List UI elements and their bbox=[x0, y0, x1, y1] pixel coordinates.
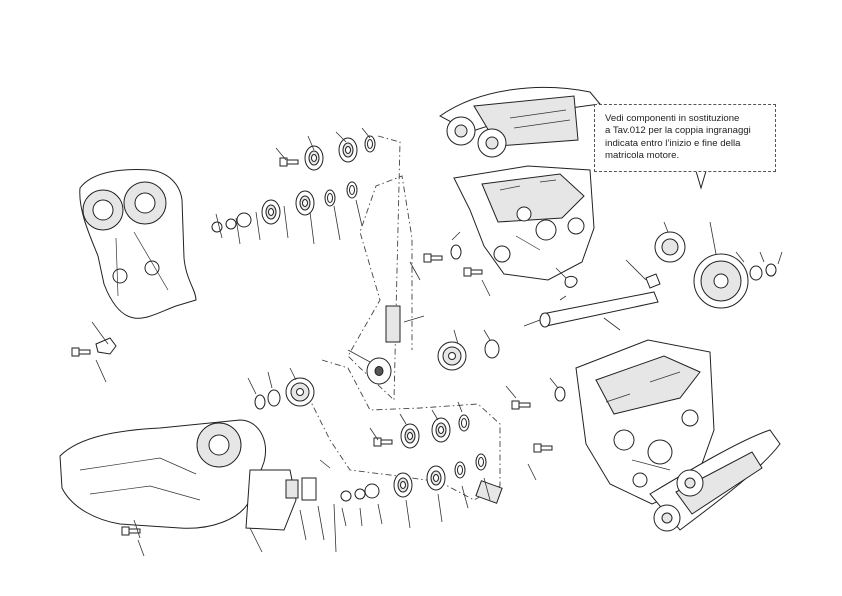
lower-belt-path bbox=[309, 359, 501, 501]
cam-gear-pair bbox=[654, 221, 783, 309]
note-line: indicata entro l’inizio e fine della bbox=[605, 137, 741, 149]
note-callout: Vedi componenti in sostituzione a Tav.01… bbox=[594, 104, 776, 172]
camshaft bbox=[523, 259, 661, 331]
lower-cover-bolts bbox=[121, 519, 263, 557]
upper-cylinder-head bbox=[453, 165, 595, 281]
upper-row-parts bbox=[211, 127, 376, 245]
note-line: a Tav.012 per la coppia ingranaggi bbox=[605, 125, 751, 137]
note-pointer bbox=[695, 170, 707, 190]
small-bracket bbox=[71, 321, 117, 383]
upper-camshaft-carrier bbox=[439, 86, 601, 158]
belt-tensioner bbox=[347, 305, 500, 385]
lower-cover-guard bbox=[245, 459, 337, 553]
middle-gear-group bbox=[247, 367, 315, 410]
lower-head-fasteners bbox=[505, 377, 566, 481]
note-line: matricola motore. bbox=[605, 150, 680, 162]
upper-head-fasteners bbox=[409, 231, 491, 297]
lower-belt-cover bbox=[59, 419, 266, 529]
lower-camshaft-carrier bbox=[649, 429, 781, 532]
lower-cylinder-head bbox=[575, 339, 715, 505]
upper-belt-cover bbox=[79, 169, 197, 319]
lower-row-parts bbox=[340, 401, 503, 529]
note-line: Vedi componenti in sostituzione bbox=[605, 113, 740, 124]
